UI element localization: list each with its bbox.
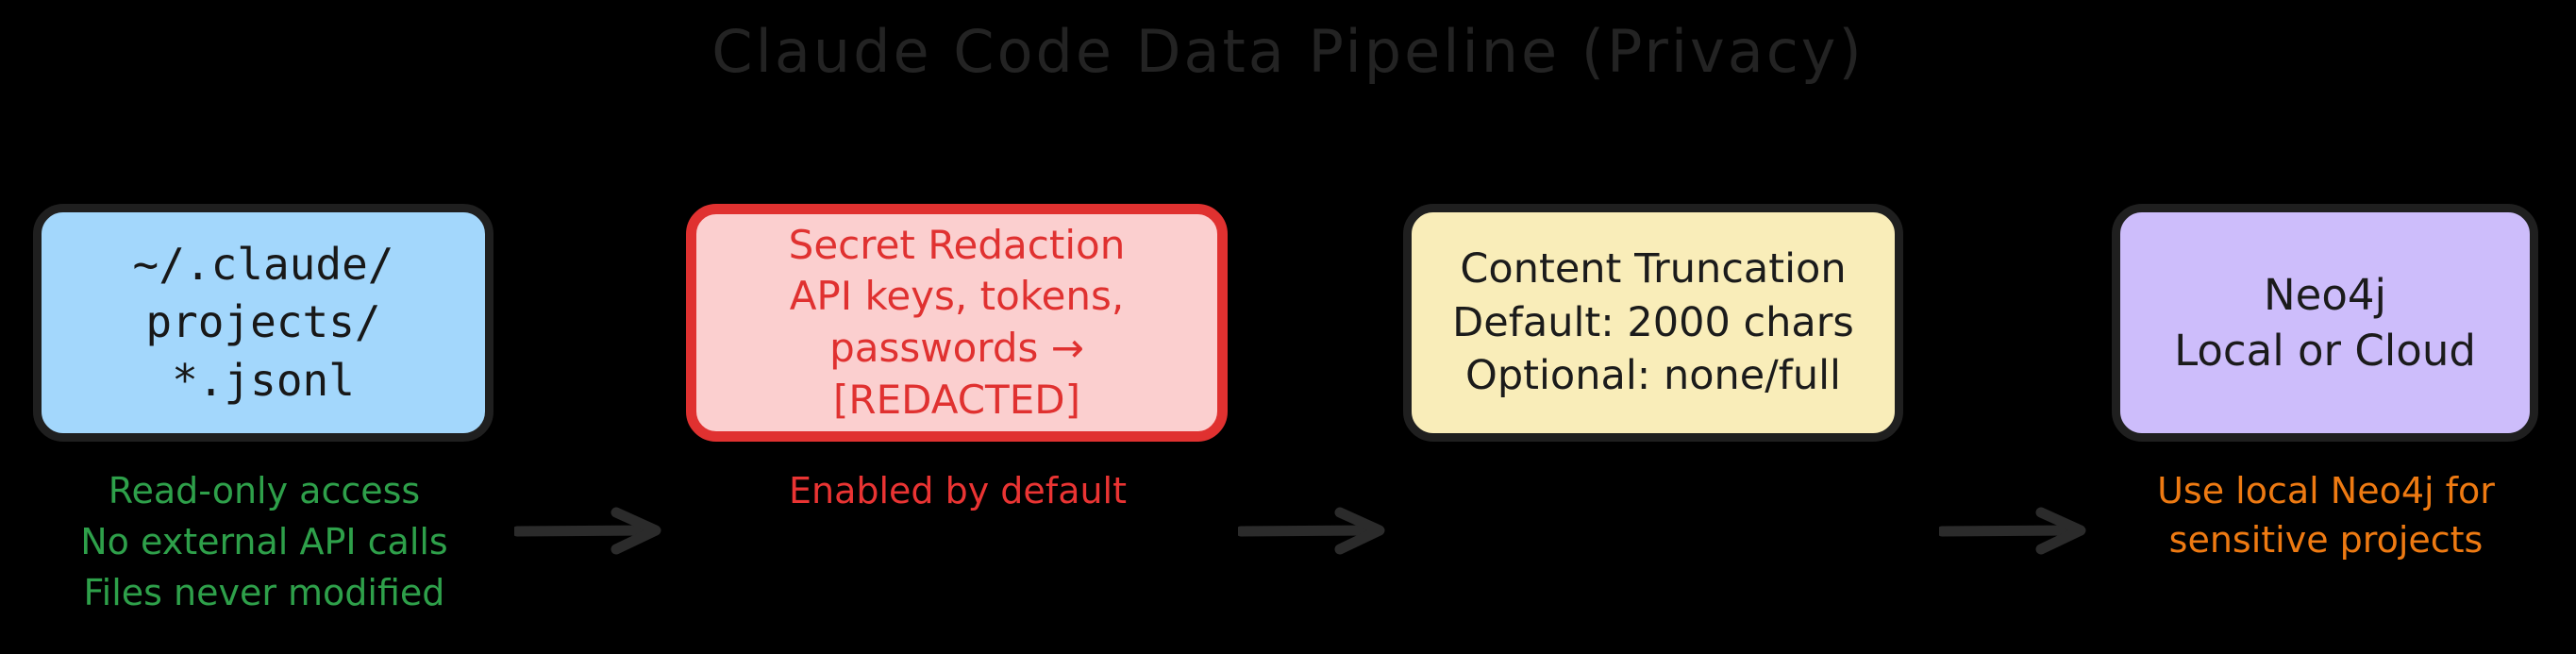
node-neo4j-storage[interactable]: Neo4j Local or Cloud [2112, 204, 2538, 442]
node-truncation-line-1: Content Truncation [1460, 244, 1847, 293]
node-truncation-text: Content Truncation Default: 2000 chars O… [1412, 243, 1895, 403]
node-truncation-line-3: Optional: none/full [1464, 352, 1841, 400]
annotation-redaction: Enabled by default [689, 466, 1227, 517]
annotation-source-line-1: Read-only access [108, 470, 421, 511]
arrow-truncation-to-storage [1939, 506, 2095, 555]
node-redaction-text: Secret Redaction API keys, tokens, passw… [696, 220, 1217, 426]
annotation-source: Read-only access No external API calls F… [9, 466, 519, 619]
node-redaction-line-2: API keys, tokens, [789, 273, 1125, 320]
annotation-storage-line-1: Use local Neo4j for [2157, 470, 2495, 511]
diagram-title: Claude Code Data Pipeline (Privacy) [711, 17, 1865, 86]
node-redaction-line-4: [REDACTED] [833, 376, 1080, 423]
node-source-text: ~/.claude/ projects/ *.jsonl [42, 236, 485, 411]
node-truncation-line-2: Default: 2000 chars [1452, 298, 1854, 346]
node-redaction-line-3: passwords → [829, 325, 1084, 371]
annotation-redaction-line-1: Enabled by default [788, 470, 1128, 511]
node-source-line-2: projects/ [145, 296, 381, 348]
pipeline-flow: ~/.claude/ projects/ *.jsonl Secret Reda… [0, 204, 2576, 555]
annotation-storage: Use local Neo4j for sensitive projects [2090, 466, 2562, 565]
annotation-storage-line-2: sensitive projects [2168, 519, 2484, 562]
node-redaction-line-1: Secret Redaction [788, 221, 1126, 268]
node-secret-redaction[interactable]: Secret Redaction API keys, tokens, passw… [686, 204, 1228, 442]
node-source-line-1: ~/.claude/ [132, 238, 394, 290]
node-storage-text: Neo4j Local or Cloud [2120, 267, 2530, 379]
node-storage-line-2: Local or Cloud [2174, 326, 2476, 376]
node-source[interactable]: ~/.claude/ projects/ *.jsonl [33, 204, 493, 442]
arrow-source-to-redaction [514, 506, 670, 555]
annotation-source-line-3: Files never modified [83, 571, 445, 613]
node-storage-line-1: Neo4j [2263, 269, 2386, 320]
annotation-source-line-2: No external API calls [80, 520, 448, 562]
arrow-redaction-to-truncation [1238, 506, 1394, 555]
node-source-line-3: *.jsonl [172, 354, 355, 406]
node-content-truncation[interactable]: Content Truncation Default: 2000 chars O… [1403, 204, 1903, 442]
